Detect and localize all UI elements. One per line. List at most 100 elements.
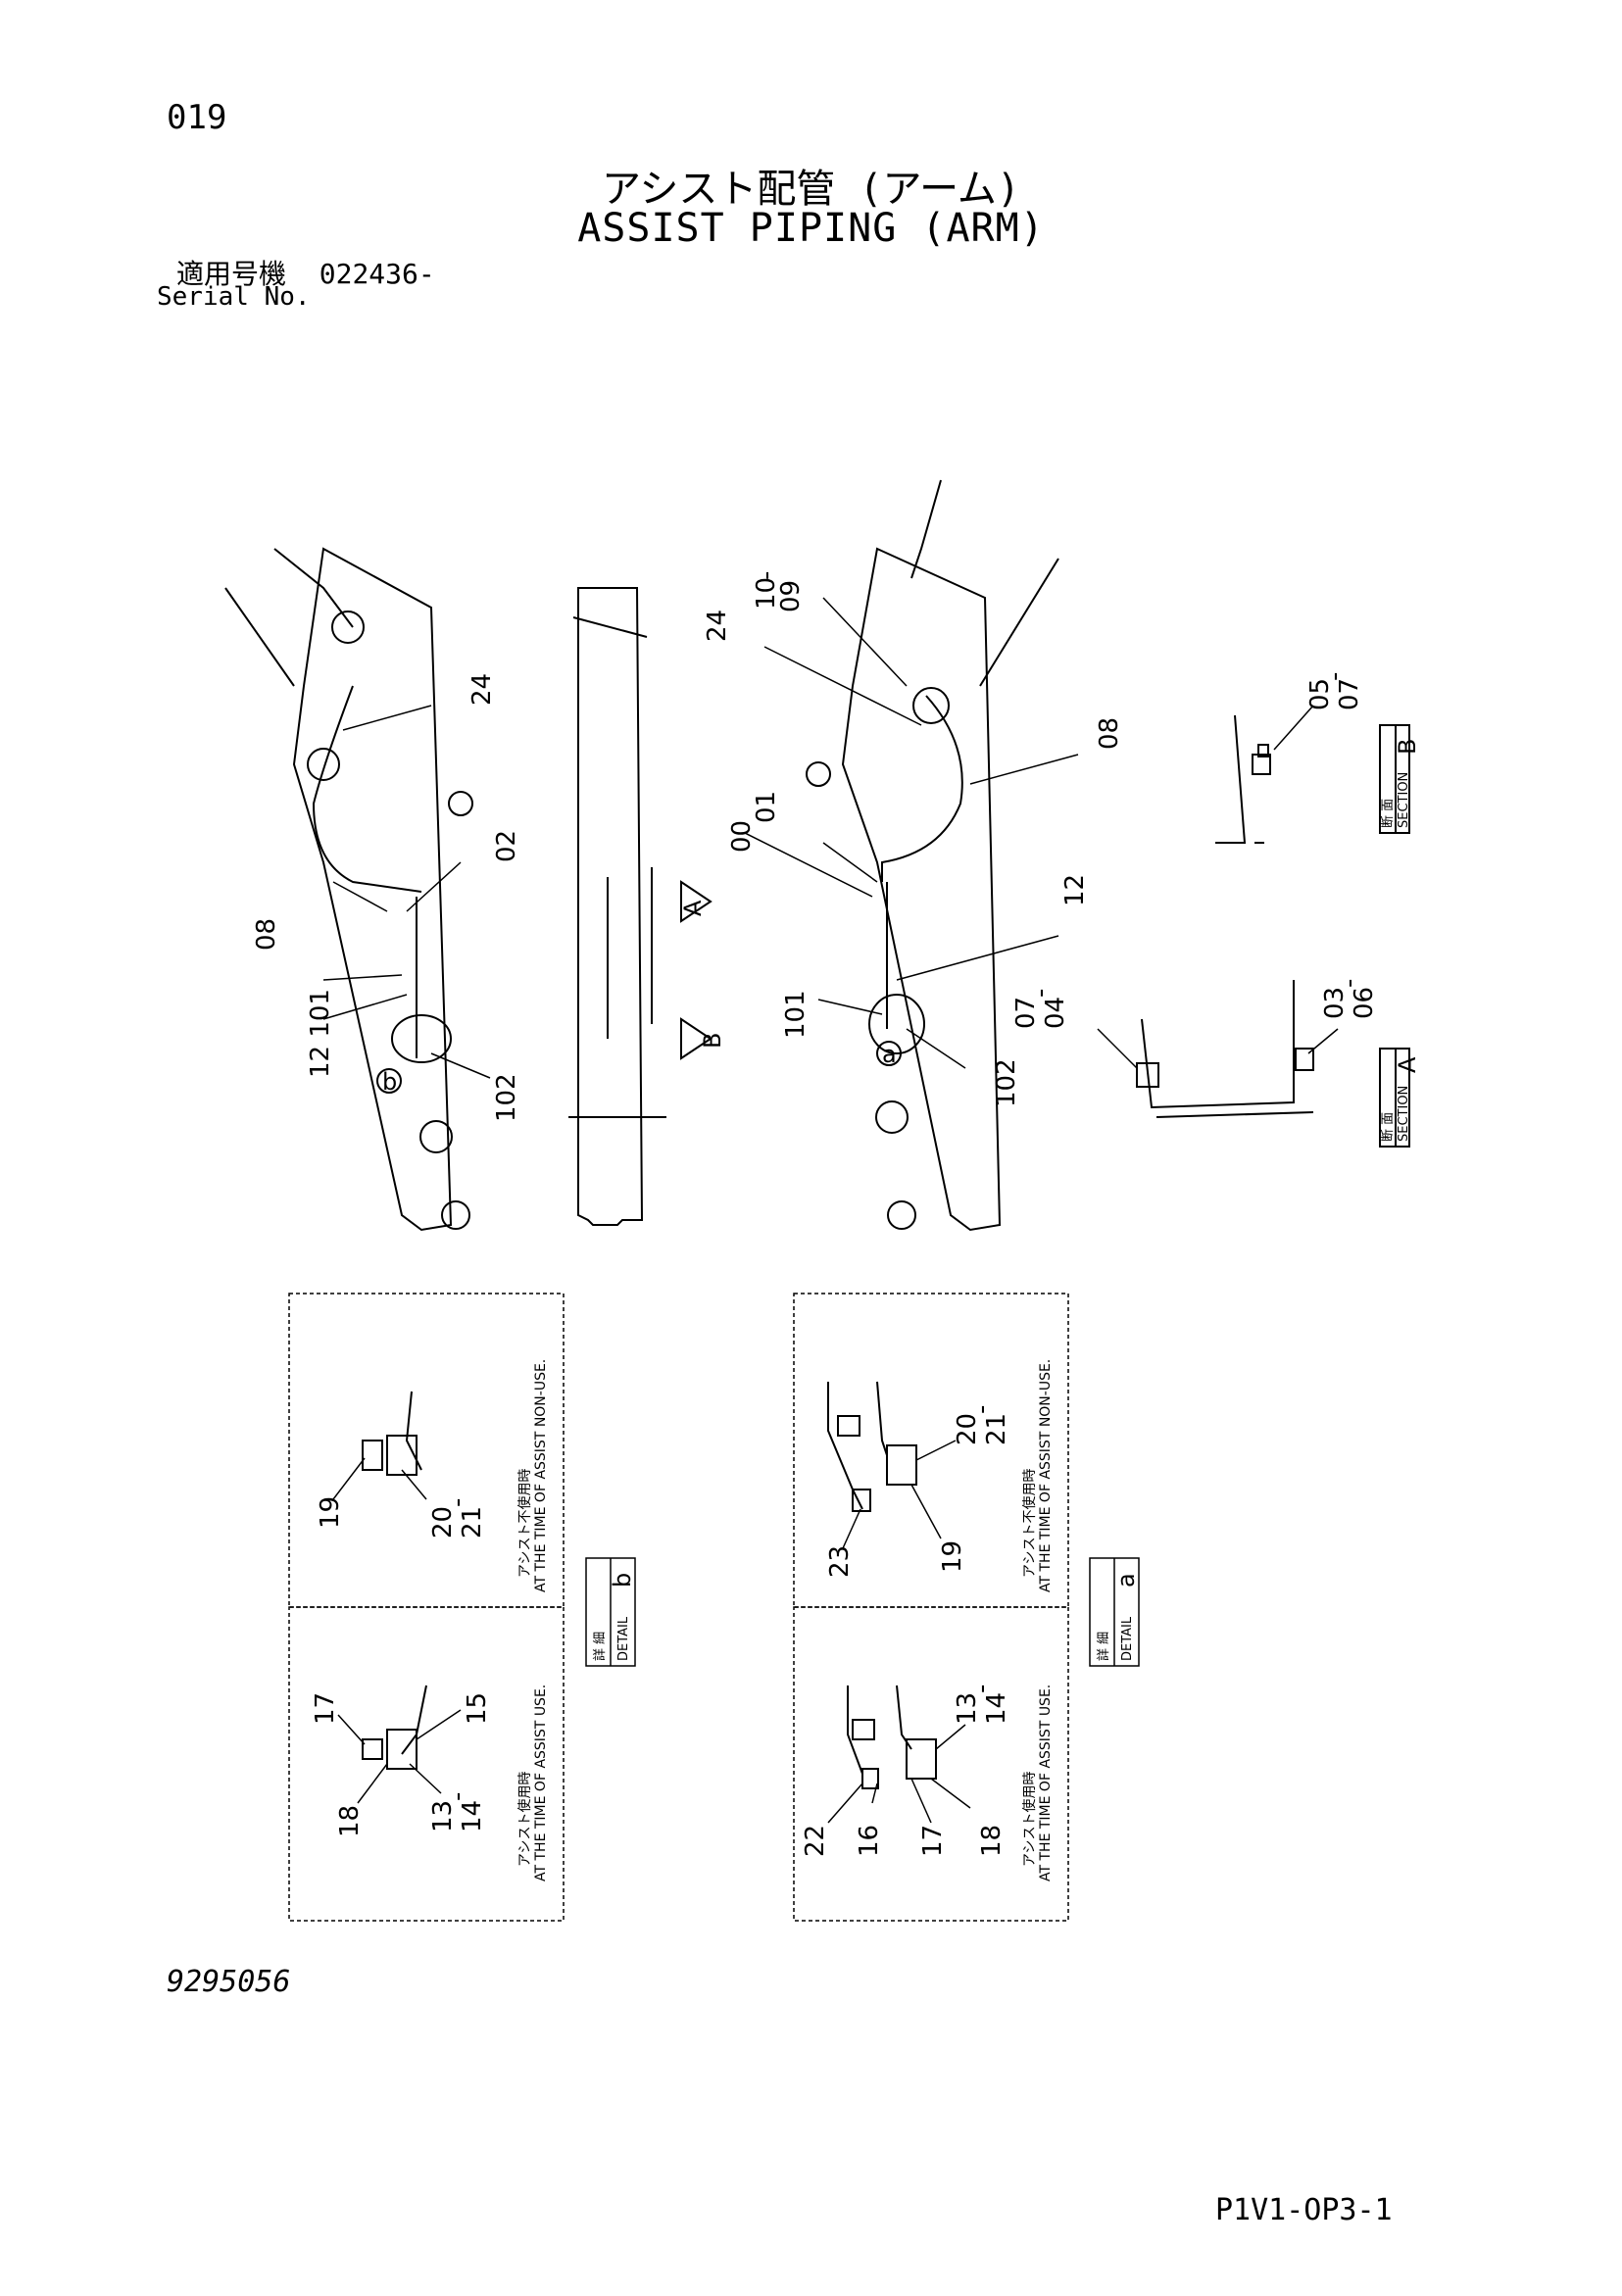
label-right-00: 00 (727, 820, 757, 853)
detail-b-nonuse-frame (288, 1293, 565, 1608)
label-section-a-07: 07 (1011, 997, 1041, 1029)
serial-label-japanese: 適用号機 022436- (176, 253, 435, 292)
right-arm-labels: 10 - 09 24 08 00 01 12 101 102 a (703, 571, 1124, 1107)
detail-a-en: DETAIL (1120, 1616, 1135, 1661)
detail-a-box-labels: 詳 細 DETAIL a (1096, 1573, 1140, 1661)
detail-b-box (585, 1557, 636, 1667)
circle-letter-b: b (382, 1068, 397, 1096)
section-a-jp: 断 面 (1381, 1112, 1396, 1142)
section-b-jp: 断 面 (1381, 799, 1396, 828)
label-left-12-101: 12 101 (306, 989, 335, 1078)
section-b-en: SECTION (1397, 772, 1411, 828)
label-right-102: 102 (992, 1058, 1021, 1107)
detail-b-letter: b (609, 1573, 636, 1588)
section-a-profile (1141, 980, 1295, 1109)
detail-a-nonuse-valve (886, 1444, 917, 1486)
note-detail-b-use-en: AT THE TIME OF ASSIST USE. (533, 1685, 549, 1881)
detail-b-nonuse-hose (405, 1391, 422, 1471)
label-detail-b-dash-use: - (443, 1792, 472, 1801)
label-right-12: 12 (1060, 874, 1090, 906)
label-left-08: 08 (252, 918, 281, 951)
label-section-a-dash-right: - (1335, 979, 1364, 988)
section-b-profile (1215, 714, 1264, 844)
right-arm-detail-circle (868, 994, 925, 1054)
section-b-fitting (1252, 754, 1271, 775)
section-a-fitting-right (1295, 1048, 1314, 1071)
section-a-letter: A (1394, 1056, 1421, 1073)
right-arm-cylinder (910, 479, 942, 579)
arrow-b-shape (680, 1017, 713, 1060)
page-code: P1V1-OP3-1 (1215, 2193, 1393, 2227)
right-arm-body (841, 547, 1002, 1232)
left-arm-view (224, 547, 491, 1232)
detail-b-use-fitting (362, 1738, 383, 1760)
detail-a-nonuse-labels: 20 - 21 23 19 アシスト不使用時 AT THE TIME OF AS… (825, 1359, 1054, 1592)
right-arm-pin-end (887, 1200, 916, 1230)
page-number: 019 (167, 98, 227, 137)
detail-b-use-labels: 17 15 18 13 - 14 アシスト使用時 AT THE TIME OF … (311, 1685, 549, 1881)
label-detail-b-20: 20 (428, 1506, 458, 1539)
label-detail-a-dash-use: - (967, 1685, 997, 1693)
detail-b-jp: 詳 細 (592, 1632, 608, 1661)
label-right-10: 10 (752, 577, 781, 610)
note-detail-a-use-jp: アシスト使用時 (1021, 1772, 1038, 1867)
section-b-labels: 05 - 07 断 面 SECTION B (1305, 672, 1421, 828)
detail-b-use-drawing (337, 1685, 462, 1804)
right-arm-circle-a (876, 1041, 902, 1066)
label-section-a-06: 06 (1350, 987, 1379, 1019)
detail-a-use-valve (906, 1738, 937, 1780)
label-detail-a-13: 13 (953, 1692, 982, 1725)
circle-letter-a: a (882, 1041, 897, 1068)
detail-b-box-labels: 詳 細 DETAIL b (592, 1573, 636, 1661)
detail-a-nonuse-frame (793, 1293, 1069, 1608)
label-right-24: 24 (703, 610, 732, 642)
label-detail-b-19: 19 (316, 1496, 345, 1529)
label-detail-a-20: 20 (953, 1413, 982, 1445)
top-arm-labels: A B (679, 900, 726, 1049)
arrow-a-label: A (679, 900, 707, 916)
label-detail-b-14: 14 (458, 1800, 487, 1832)
label-left-102: 102 (492, 1073, 521, 1122)
left-arm-hose-upper (224, 587, 295, 687)
label-detail-a-16: 16 (855, 1825, 884, 1857)
label-detail-b-18: 18 (335, 1805, 365, 1837)
label-detail-b-dash-nonuse: - (443, 1498, 472, 1507)
right-arm-pin-low (875, 1100, 909, 1134)
right-arm-hose-upper (979, 558, 1059, 687)
title-japanese: アシスト配管 (アーム) (601, 167, 1021, 212)
top-arm-body (577, 587, 644, 1226)
detail-a-use-clamp (852, 1719, 875, 1740)
detail-b-nonuse-valve (386, 1435, 418, 1476)
detail-a-use-drawing (827, 1685, 971, 1824)
label-detail-a-dash-nonuse: - (967, 1405, 997, 1414)
section-a-labels: 07 - 04 03 - 06 断 面 SECTION A (1011, 979, 1421, 1142)
label-detail-a-21: 21 (982, 1413, 1011, 1445)
detail-b-nonuse-labels: 19 20 - 21 アシスト不使用時 AT THE TIME OF ASSIS… (316, 1359, 549, 1592)
drawing-number: 9295056 (167, 1965, 291, 1999)
label-detail-b-15: 15 (463, 1692, 492, 1725)
detail-a-nonuse-clamp (837, 1415, 860, 1437)
note-detail-a-nonuse-jp: アシスト不使用時 (1021, 1469, 1038, 1578)
serial-value: 022436- (319, 258, 435, 290)
detail-a-nonuse-drawing (827, 1381, 957, 1549)
right-arm-hose-loop (881, 695, 963, 882)
label-right-01: 01 (752, 791, 781, 823)
label-section-b-dash: - (1320, 672, 1350, 681)
label-detail-a-22: 22 (801, 1825, 830, 1857)
detail-a-use-hose-right (896, 1685, 912, 1750)
detail-a-nonuse-hose-right (876, 1381, 888, 1456)
detail-b-en: DETAIL (616, 1616, 631, 1661)
right-arm-view (744, 479, 1079, 1232)
section-a-en: SECTION (1397, 1086, 1411, 1142)
detail-a-use-frame (793, 1606, 1069, 1922)
section-b-letter: B (1394, 739, 1421, 755)
left-arm-pin-top (331, 611, 365, 644)
title-english: ASSIST PIPING (ARM) (577, 206, 1045, 251)
detail-b-nonuse-drawing (332, 1391, 427, 1500)
left-arm-pin-mid (307, 748, 340, 781)
label-detail-b-17: 17 (311, 1692, 340, 1725)
detail-a-nonuse-hose-left (827, 1382, 863, 1510)
label-right-101: 101 (781, 990, 811, 1039)
label-section-b-07: 07 (1335, 678, 1364, 710)
